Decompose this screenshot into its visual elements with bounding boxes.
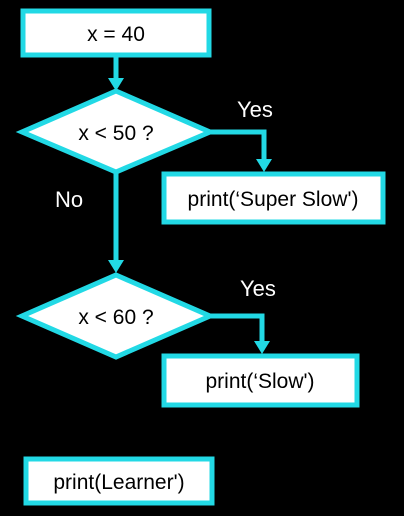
out2-box (161, 353, 360, 408)
node-cond2: x < 60 ? (15, 272, 217, 360)
out2-text: print(‘Slow') (205, 370, 314, 393)
arrowhead-cond1-yes (256, 159, 272, 172)
cond2-diamond (15, 272, 217, 360)
out1-box (161, 171, 386, 225)
edge-cond1-yes (210, 129, 267, 161)
node-out1: print(‘Super Slow') (161, 171, 386, 225)
assign-box (20, 8, 212, 58)
cond1-no-label: No (55, 187, 83, 212)
node-out2: print(‘Slow') (161, 353, 360, 408)
arrowhead-cond2-yes (254, 341, 270, 354)
assign-text: x = 40 (87, 23, 145, 46)
cond1-diamond (15, 88, 217, 175)
node-assign: x = 40 (20, 8, 212, 58)
node-cond1: x < 50 ? (15, 88, 217, 175)
cond2-yes-label: Yes (240, 276, 276, 301)
arrowhead-cond1-no (108, 260, 124, 273)
out3-text: print(Learner') (53, 471, 184, 494)
out3-box (23, 456, 215, 506)
arrowhead-assign-to-cond1 (108, 78, 124, 91)
edges (108, 55, 272, 354)
out1-text: print(‘Super Slow') (188, 188, 359, 211)
cond2-text: x < 60 ? (78, 306, 153, 329)
edge-cond2-yes (210, 313, 265, 343)
cond1-text: x < 50 ? (78, 122, 153, 145)
node-out3: print(Learner') (23, 456, 215, 506)
cond1-yes-label: Yes (237, 97, 273, 122)
